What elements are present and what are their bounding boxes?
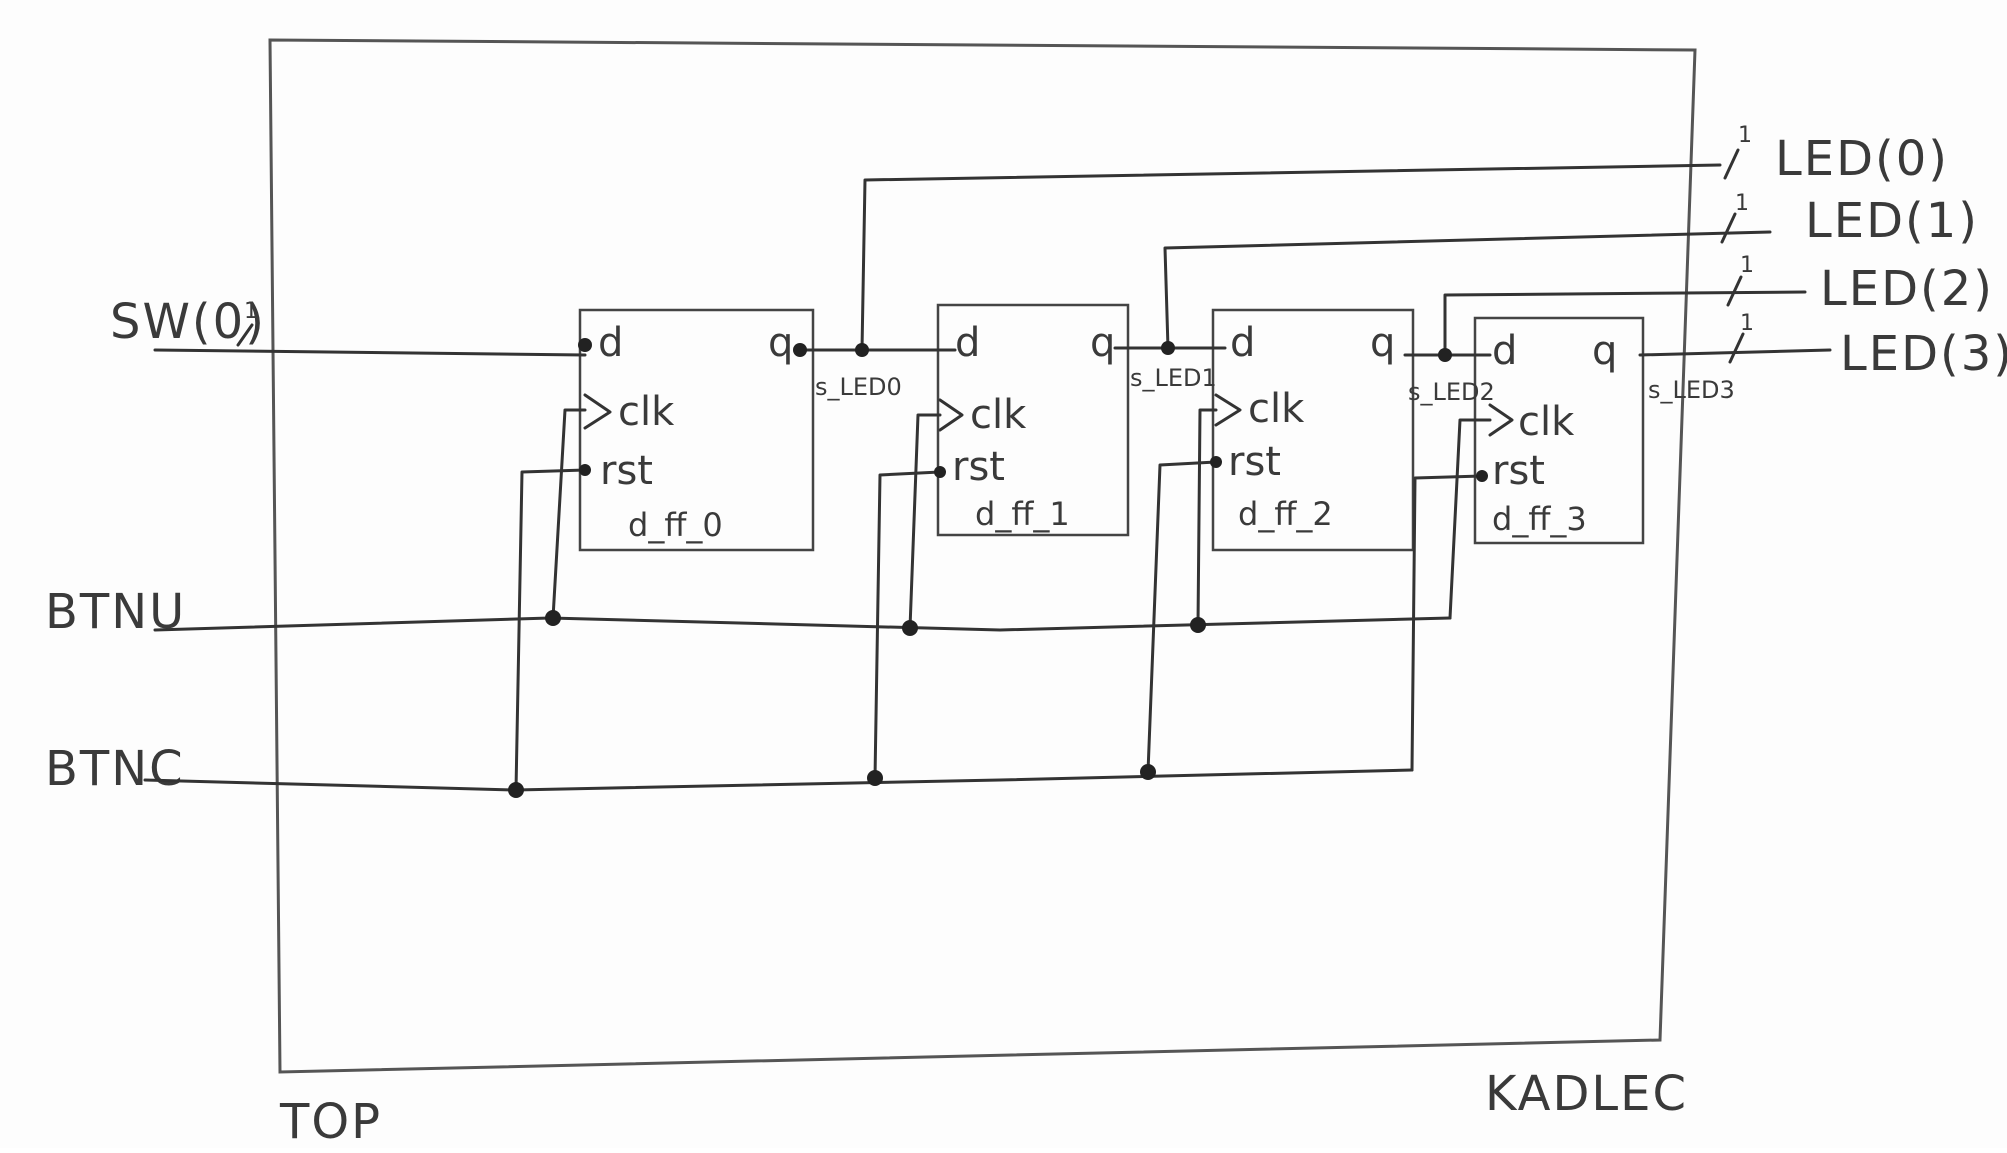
ff0-rst-pin: rst — [600, 448, 653, 494]
btnc-to-rst2 — [1146, 460, 1218, 774]
btnu-to-clk3 — [1448, 418, 1492, 620]
junction-sw-d0 — [578, 338, 592, 352]
junction-q0 — [793, 343, 807, 357]
junction-btnu-0 — [545, 610, 561, 626]
sw-wire — [153, 348, 587, 357]
clk-triangle-3 — [1488, 403, 1514, 437]
junction-rst2 — [1210, 456, 1222, 468]
ff2-clk-pin: clk — [1248, 386, 1305, 432]
dff-box-1 — [936, 303, 1130, 537]
led1-output-wire — [1163, 230, 1772, 350]
led3-bus-width: 1 — [1740, 311, 1754, 336]
ff2-instance-name: d_ff_2 — [1238, 495, 1333, 533]
ff3-clk-pin: clk — [1518, 399, 1575, 445]
btnu-to-clk0 — [551, 408, 587, 620]
ff2-rst-pin: rst — [1228, 439, 1281, 485]
led2-bus-width: 1 — [1740, 253, 1754, 278]
led0-bus-width: 1 — [1738, 123, 1752, 148]
junction-btnu-2 — [1190, 617, 1206, 633]
dff-box-3 — [1473, 316, 1645, 545]
btnc-wire — [143, 768, 1414, 792]
junction-btnc-1 — [867, 770, 883, 786]
led1-bus-slash — [1720, 212, 1737, 244]
ff2-q-pin: q — [1370, 320, 1395, 366]
clk-triangle-2 — [1214, 393, 1242, 427]
ff3-q-pin: q — [1592, 328, 1617, 374]
btnu-wire — [153, 616, 1452, 632]
led3-bus-slash — [1728, 332, 1745, 364]
led2-output-label: LED(2) — [1820, 261, 1994, 317]
top-frame — [268, 38, 1697, 1074]
clk-triangle-1 — [938, 398, 964, 432]
btnu-to-clk1 — [908, 413, 942, 630]
sw-input-label: SW(0) — [110, 294, 266, 350]
led2-output-wire — [1443, 290, 1807, 357]
s-led0-label: s_LED0 — [815, 373, 902, 401]
ff1-q-pin: q — [1090, 320, 1115, 366]
ff1-d-pin: d — [955, 320, 980, 366]
led2-bus-slash — [1726, 275, 1743, 307]
led0-bus-slash — [1723, 148, 1740, 180]
ff3-instance-name: d_ff_3 — [1492, 500, 1587, 538]
ff0-clk-pin: clk — [618, 389, 675, 435]
junction-s-led1 — [1161, 341, 1175, 355]
ff1-clk-pin: clk — [970, 392, 1027, 438]
author-label: KADLEC — [1485, 1066, 1688, 1122]
btnu-input-label: BTNU — [45, 584, 186, 640]
sw-bus-width: 1 — [244, 299, 258, 324]
btnc-to-rst0 — [514, 468, 587, 792]
junction-s-led0 — [855, 343, 869, 357]
ff3-rst-pin: rst — [1492, 448, 1545, 494]
dff-box-2 — [1211, 308, 1415, 552]
s-led3-label: s_LED3 — [1648, 376, 1735, 404]
led1-bus-width: 1 — [1735, 191, 1749, 216]
sw-bus-slash — [236, 323, 254, 347]
junction-rst3 — [1476, 470, 1488, 482]
ff3-d-pin: d — [1492, 328, 1517, 374]
btnc-to-rst1 — [873, 470, 942, 780]
led3-output-label: LED(3) — [1840, 326, 2007, 382]
junction-rst0 — [579, 464, 591, 476]
junction-btnc-0 — [508, 782, 524, 798]
ff0-instance-name: d_ff_0 — [628, 506, 723, 544]
junction-btnc-2 — [1140, 764, 1156, 780]
led1-output-label: LED(1) — [1805, 193, 1979, 249]
ff1-instance-name: d_ff_1 — [975, 495, 1070, 533]
dff-box-0 — [578, 308, 815, 552]
clk-triangle-0 — [583, 393, 612, 430]
led0-output-label: LED(0) — [1775, 131, 1949, 187]
s-led1-label: s_LED1 — [1130, 364, 1217, 392]
junction-btnu-1 — [902, 620, 918, 636]
junction-rst1 — [934, 466, 946, 478]
ff0-q-pin: q — [768, 320, 793, 366]
btnc-input-label: BTNC — [45, 741, 185, 797]
ff0-d-pin: d — [598, 320, 623, 366]
btnc-to-rst3 — [1410, 474, 1484, 772]
btnu-to-clk2 — [1196, 408, 1218, 627]
s-led2-label: s_LED2 — [1408, 378, 1495, 406]
ff1-rst-pin: rst — [952, 444, 1005, 490]
led0-output-wire — [860, 163, 1722, 352]
junction-s-led2 — [1438, 348, 1452, 362]
ff2-d-pin: d — [1230, 320, 1255, 366]
top-label: TOP — [279, 1094, 382, 1148]
